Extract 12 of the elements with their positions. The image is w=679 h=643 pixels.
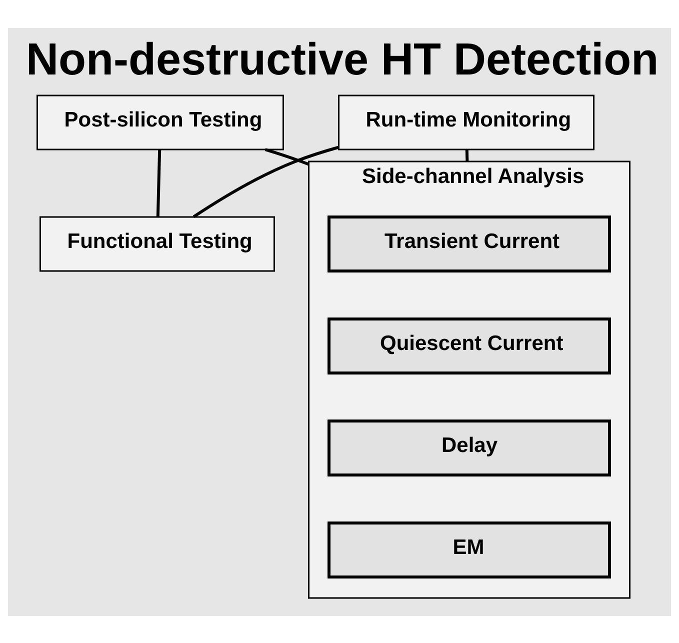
node-box: Functional Testing bbox=[40, 216, 275, 272]
node-box: EM bbox=[328, 521, 611, 578]
connector bbox=[156, 149, 162, 216]
node-box: Post-silicon Testing bbox=[36, 94, 284, 150]
connector bbox=[264, 148, 310, 166]
diagram-title: Non-destructive HT Detection bbox=[26, 33, 659, 84]
node-box: Run-time Monitoring bbox=[338, 94, 594, 150]
connector bbox=[192, 145, 339, 218]
node-box: Transient Current bbox=[328, 215, 611, 272]
connector bbox=[465, 149, 469, 162]
node-box: Quiescent Current bbox=[328, 317, 611, 374]
node-box: Delay bbox=[328, 419, 611, 476]
